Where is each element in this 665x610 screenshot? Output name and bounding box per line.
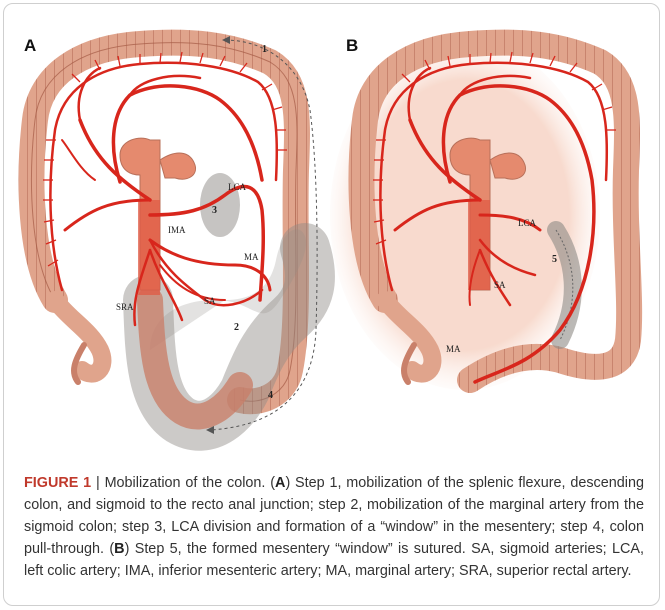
panel-a-sra-label: SRA bbox=[116, 302, 134, 312]
panel-b-ma-label: MA bbox=[446, 344, 461, 354]
panel-a-lca-label: LCA bbox=[228, 182, 247, 192]
panel-a-sa-label: SA bbox=[204, 296, 216, 306]
panel-a-cecum bbox=[55, 300, 102, 374]
panel-a-ma-label: MA bbox=[244, 252, 259, 262]
panel-a-drawing: 1 2 3 4 LCA IMA MA SRA SA bbox=[32, 36, 318, 434]
panel-b-drawing: LCA 5 SA MA bbox=[330, 40, 629, 390]
panel-a-step2-label: 2 bbox=[234, 322, 239, 333]
caption-figure-label: FIGURE 1 bbox=[24, 475, 91, 491]
panel-a-ima-label: IMA bbox=[168, 225, 186, 235]
caption-intro: Mobilization of the colon. ( bbox=[105, 475, 275, 491]
caption-a-letter: A bbox=[275, 475, 285, 491]
figure-caption: FIGURE 1 | Mobilization of the colon. (A… bbox=[24, 472, 644, 582]
panel-a-step3-label: 3 bbox=[212, 205, 217, 216]
panel-a-step4-label: 4 bbox=[268, 390, 273, 401]
caption-separator: | bbox=[91, 475, 104, 491]
panel-b-sa-label: SA bbox=[494, 280, 506, 290]
caption-b-letter: B bbox=[114, 541, 124, 557]
panel-b-lca-label: LCA bbox=[518, 218, 537, 228]
panel-a-step1-label: 1 bbox=[262, 44, 267, 55]
colon-illustration: 1 2 3 4 LCA IMA MA SRA SA bbox=[0, 0, 665, 470]
panel-b-step5-label: 5 bbox=[552, 254, 557, 265]
